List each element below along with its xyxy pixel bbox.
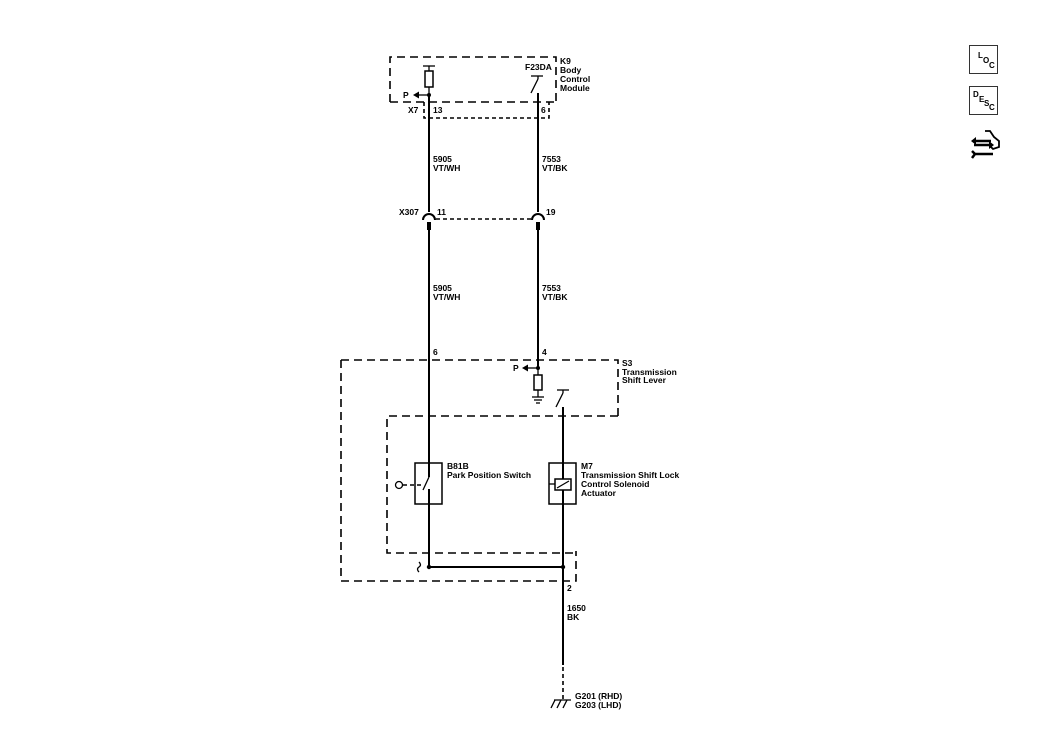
svg-text:6: 6	[433, 347, 438, 357]
svg-text:VT/WH: VT/WH	[433, 292, 460, 302]
loc-button[interactable]: L O C	[969, 45, 998, 74]
male-terminal-icon	[427, 222, 431, 230]
svg-text:S3: S3	[622, 358, 633, 368]
x7-connector[interactable]: X7 13 6	[408, 102, 550, 119]
svg-text:19: 19	[546, 207, 556, 217]
svg-text:4: 4	[542, 347, 547, 357]
s3-resistor	[533, 374, 543, 391]
svg-text:6: 6	[541, 105, 546, 115]
svg-text:X307: X307	[399, 207, 419, 217]
inner-boundary	[386, 415, 618, 554]
svg-text:VT/BK: VT/BK	[542, 292, 568, 302]
svg-text:G203 (LHD): G203 (LHD)	[575, 700, 621, 710]
s3-transmission-shift-lever[interactable]: S3 Transmission Shift Lever 6 4 P	[340, 347, 677, 582]
svg-text:M7: M7	[581, 461, 593, 471]
ground-g201-g203[interactable]: G201 (RHD) G203 (LHD)	[550, 667, 622, 710]
k9-body-control-module[interactable]: K9 Body Control Module P F23DA	[389, 56, 590, 103]
svg-text:1650: 1650	[567, 603, 586, 613]
female-terminal-icon	[531, 213, 545, 221]
svg-text:Shift Lever: Shift Lever	[622, 375, 667, 385]
k9-ref-label: K9	[560, 56, 571, 66]
svg-text:Control: Control	[560, 74, 590, 84]
female-terminal-icon	[422, 213, 436, 221]
svg-text:7553: 7553	[542, 154, 561, 164]
svg-text:11: 11	[437, 207, 446, 217]
connector-wrench-icon	[971, 130, 1000, 159]
svg-text:Actuator: Actuator	[581, 488, 617, 498]
svg-text:VT/WH: VT/WH	[433, 163, 460, 173]
desc-button[interactable]: D E S C	[969, 86, 998, 115]
arrow-left-icon	[413, 91, 419, 99]
svg-text:Transmission Shift Lock: Transmission Shift Lock	[581, 470, 680, 480]
k9-pullup-resistor	[424, 70, 434, 88]
connector-wrench-button[interactable]	[969, 127, 1003, 163]
side-toolbar: L O C D E S C	[969, 45, 1003, 163]
svg-text:5905: 5905	[433, 154, 452, 164]
svg-text:G201 (RHD): G201 (RHD)	[575, 691, 622, 701]
svg-text:Park Position Switch: Park Position Switch	[447, 470, 531, 480]
svg-text:Module: Module	[560, 83, 590, 93]
k9-fuse-label: F23DA	[525, 62, 552, 72]
svg-text:Body: Body	[560, 65, 582, 75]
svg-text:B81B: B81B	[447, 461, 469, 471]
m7-shift-lock-solenoid[interactable]: M7 Transmission Shift Lock Control Solen…	[548, 461, 680, 505]
svg-text:VT/BK: VT/BK	[542, 163, 568, 173]
k9-switch	[530, 78, 539, 94]
b81b-park-position-switch[interactable]: B81B Park Position Switch	[394, 461, 532, 505]
svg-text:7553: 7553	[542, 283, 561, 293]
svg-text:2: 2	[567, 583, 572, 593]
svg-text:13: 13	[433, 105, 443, 115]
svg-text:Transmission: Transmission	[622, 367, 677, 377]
s3-boundary	[341, 359, 619, 416]
svg-text:BK: BK	[567, 612, 580, 622]
svg-text:P: P	[513, 363, 519, 373]
mechanical-link-icon	[394, 480, 404, 490]
s3-switch	[555, 392, 564, 408]
splice-tilde-icon	[416, 561, 422, 573]
male-terminal-icon	[536, 222, 540, 230]
svg-text:Control Solenoid: Control Solenoid	[581, 479, 649, 489]
x307-connector[interactable]: X307 11 19	[399, 207, 556, 230]
arrow-left-icon	[522, 364, 528, 372]
svg-text:5905: 5905	[433, 283, 452, 293]
svg-text:X7: X7	[408, 105, 419, 115]
svg-text:P: P	[403, 90, 409, 100]
